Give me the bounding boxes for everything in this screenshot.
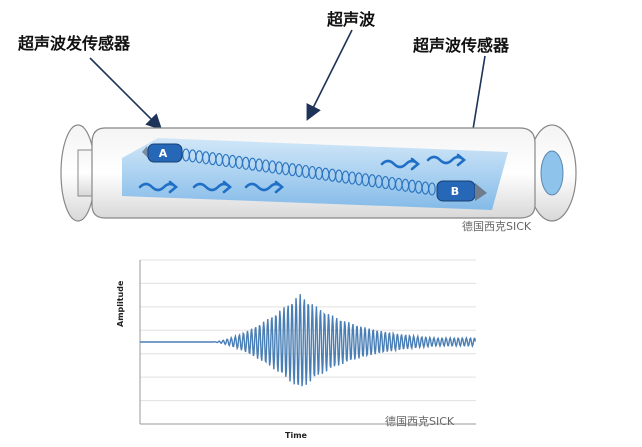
flow-arrow [380,157,421,171]
y-axis-label: Amplitude [116,280,125,327]
receiver-label: 超声波传感器 [413,36,510,55]
ultrasonic-wave-label: 超声波 [327,10,376,29]
watermark-top: 德国西克SICK [462,220,532,233]
wave-pointer-arrow [306,29,353,121]
flow-arrow [192,180,233,194]
sensor-a: A [142,143,183,163]
signal-waveform [140,294,477,387]
sensor-b-label: B [451,185,459,198]
transmitter-label: 超声波发传感器 [18,34,131,53]
flow-arrow [138,180,179,194]
flow-arrows [138,153,467,194]
transmitter-pointer-arrow [89,57,163,131]
x-axis-label: Time [285,431,307,440]
sensor-b: B [436,180,487,202]
signal-chart [139,259,477,425]
beam-coil-loop [428,182,436,196]
watermark-bottom: 德国西克SICK [385,415,455,428]
ultrasonic-beam [182,148,436,196]
flow-arrow [244,180,285,194]
sensor-a-label: A [159,147,168,160]
flow-arrow [426,153,467,167]
